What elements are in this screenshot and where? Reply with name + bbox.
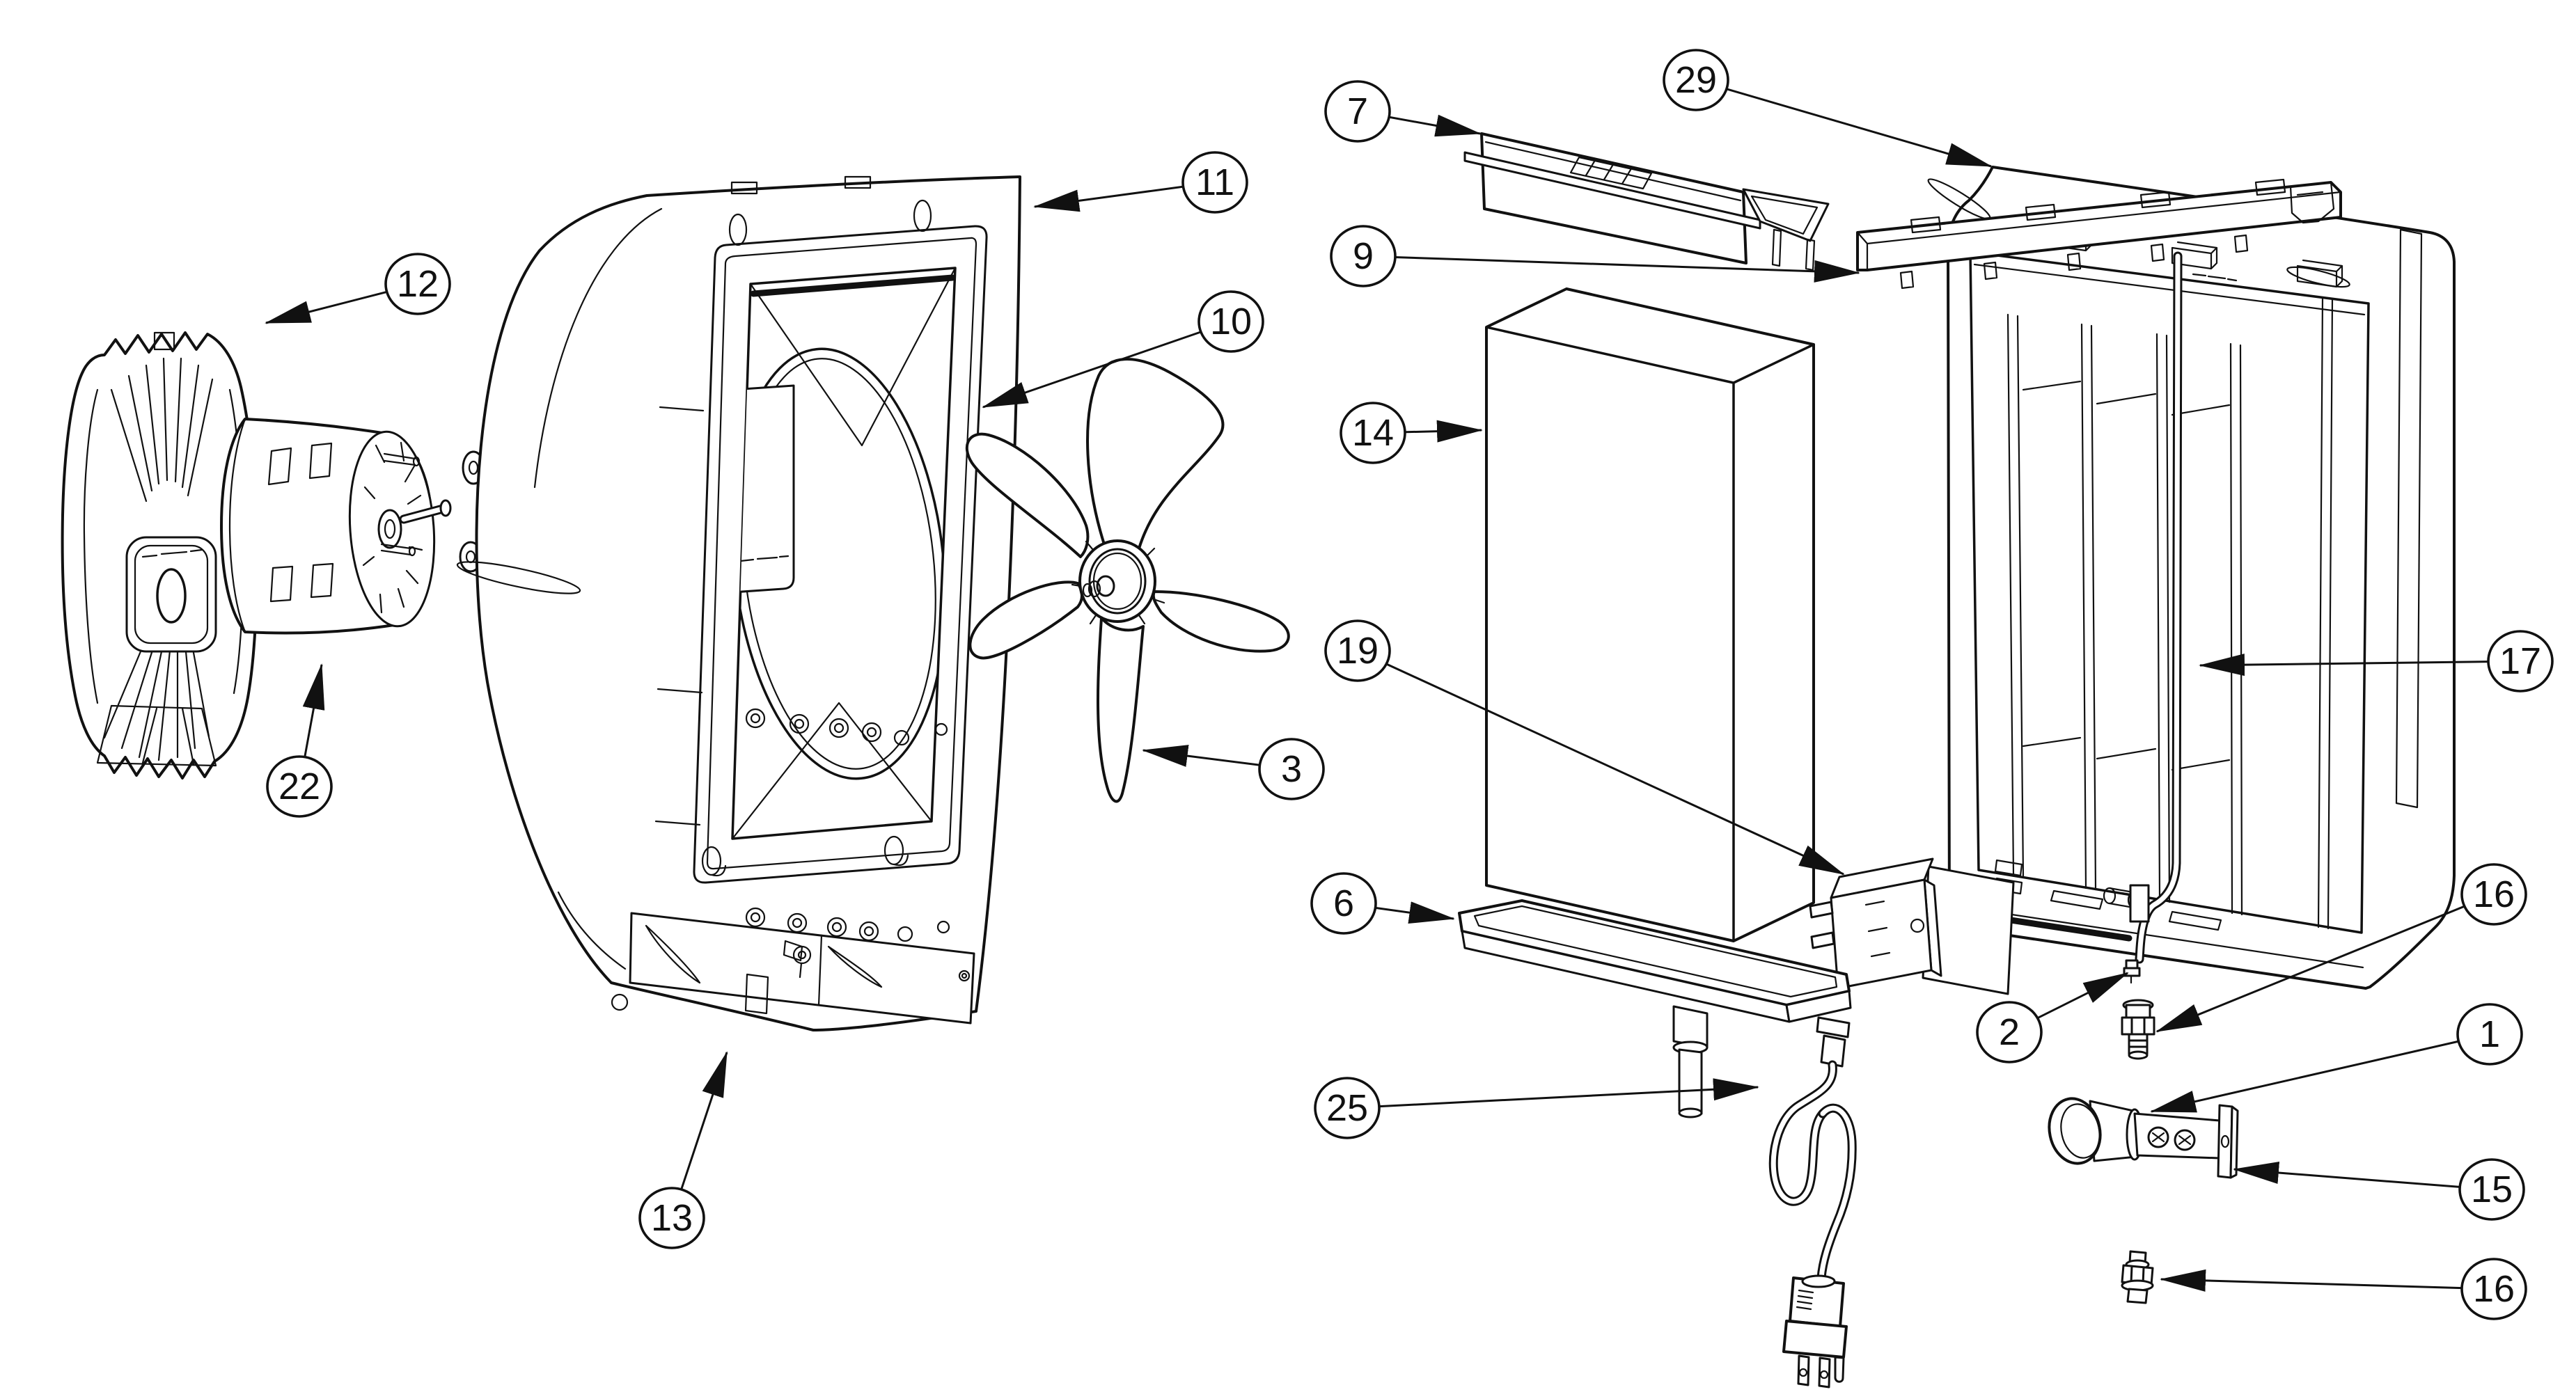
fan-blade [965,358,1290,803]
callout-12: 12 [265,253,451,324]
compression-fitting-upper [2121,999,2155,1060]
callout-16-lower-label: 16 [2473,1268,2515,1310]
drain-pan [1458,899,1852,1118]
callout-22: 22 [266,663,333,818]
callout-29-label: 29 [1675,59,1717,101]
compression-fitting-lower [2121,1250,2154,1304]
callout-6: 6 [1310,872,1455,935]
callout-9: 9 [1330,225,1860,287]
callout-17-label: 17 [2499,640,2541,682]
callout-10-label: 10 [1210,301,1252,342]
callout-25: 25 [1314,1077,1759,1139]
power-plug [1782,1274,1848,1389]
valve-assembly [2048,1097,2239,1179]
callout-15: 15 [2233,1158,2525,1221]
insulation-slab [1485,287,1815,942]
switch-block [1809,857,2015,995]
callout-14-label: 14 [1352,412,1394,454]
callout-12-label: 12 [397,263,439,305]
callout-7-label: 7 [1347,90,1368,132]
callout-1: 1 [2150,1003,2523,1113]
callout-10: 10 [982,290,1264,409]
callout-16-upper-label: 16 [2473,873,2515,915]
callouts: 7 29 9 11 12 10 14 [265,49,2554,1320]
top-vent-tray [1463,132,1830,271]
top-mounting-rail [1856,178,2342,290]
callout-11: 11 [1033,151,1248,214]
callout-13-label: 13 [651,1197,693,1239]
callout-11-label: 11 [1195,161,1234,203]
callout-14: 14 [1340,402,1483,464]
callout-19: 19 [1324,619,1845,876]
callout-3-label: 3 [1281,748,1302,790]
callout-19-label: 19 [1337,630,1379,672]
callout-7: 7 [1324,80,1482,143]
valve-bracket [2217,1104,2239,1179]
callout-16-upper: 16 [2155,863,2527,1033]
callout-15-label: 15 [2471,1169,2513,1210]
fan-shroud [61,331,259,780]
callout-25-label: 25 [1326,1087,1368,1129]
fan-motor [220,418,485,635]
callout-17: 17 [2199,630,2554,693]
callout-22-label: 22 [278,766,320,807]
callout-9-label: 9 [1353,235,1374,277]
callout-1-label: 1 [2479,1013,2500,1055]
panel-screws [745,708,950,942]
callout-3: 3 [1142,738,1325,800]
callout-2: 2 [1976,972,2129,1063]
callout-2-label: 2 [1999,1011,2020,1053]
callout-13: 13 [638,1051,728,1249]
power-cord [1768,1016,1857,1389]
outer-housing-shell [1927,166,2456,990]
callout-29: 29 [1663,49,1993,168]
callout-6-label: 6 [1333,883,1354,924]
front-panel [456,175,1021,1031]
callout-16-lower: 16 [2160,1258,2527,1320]
